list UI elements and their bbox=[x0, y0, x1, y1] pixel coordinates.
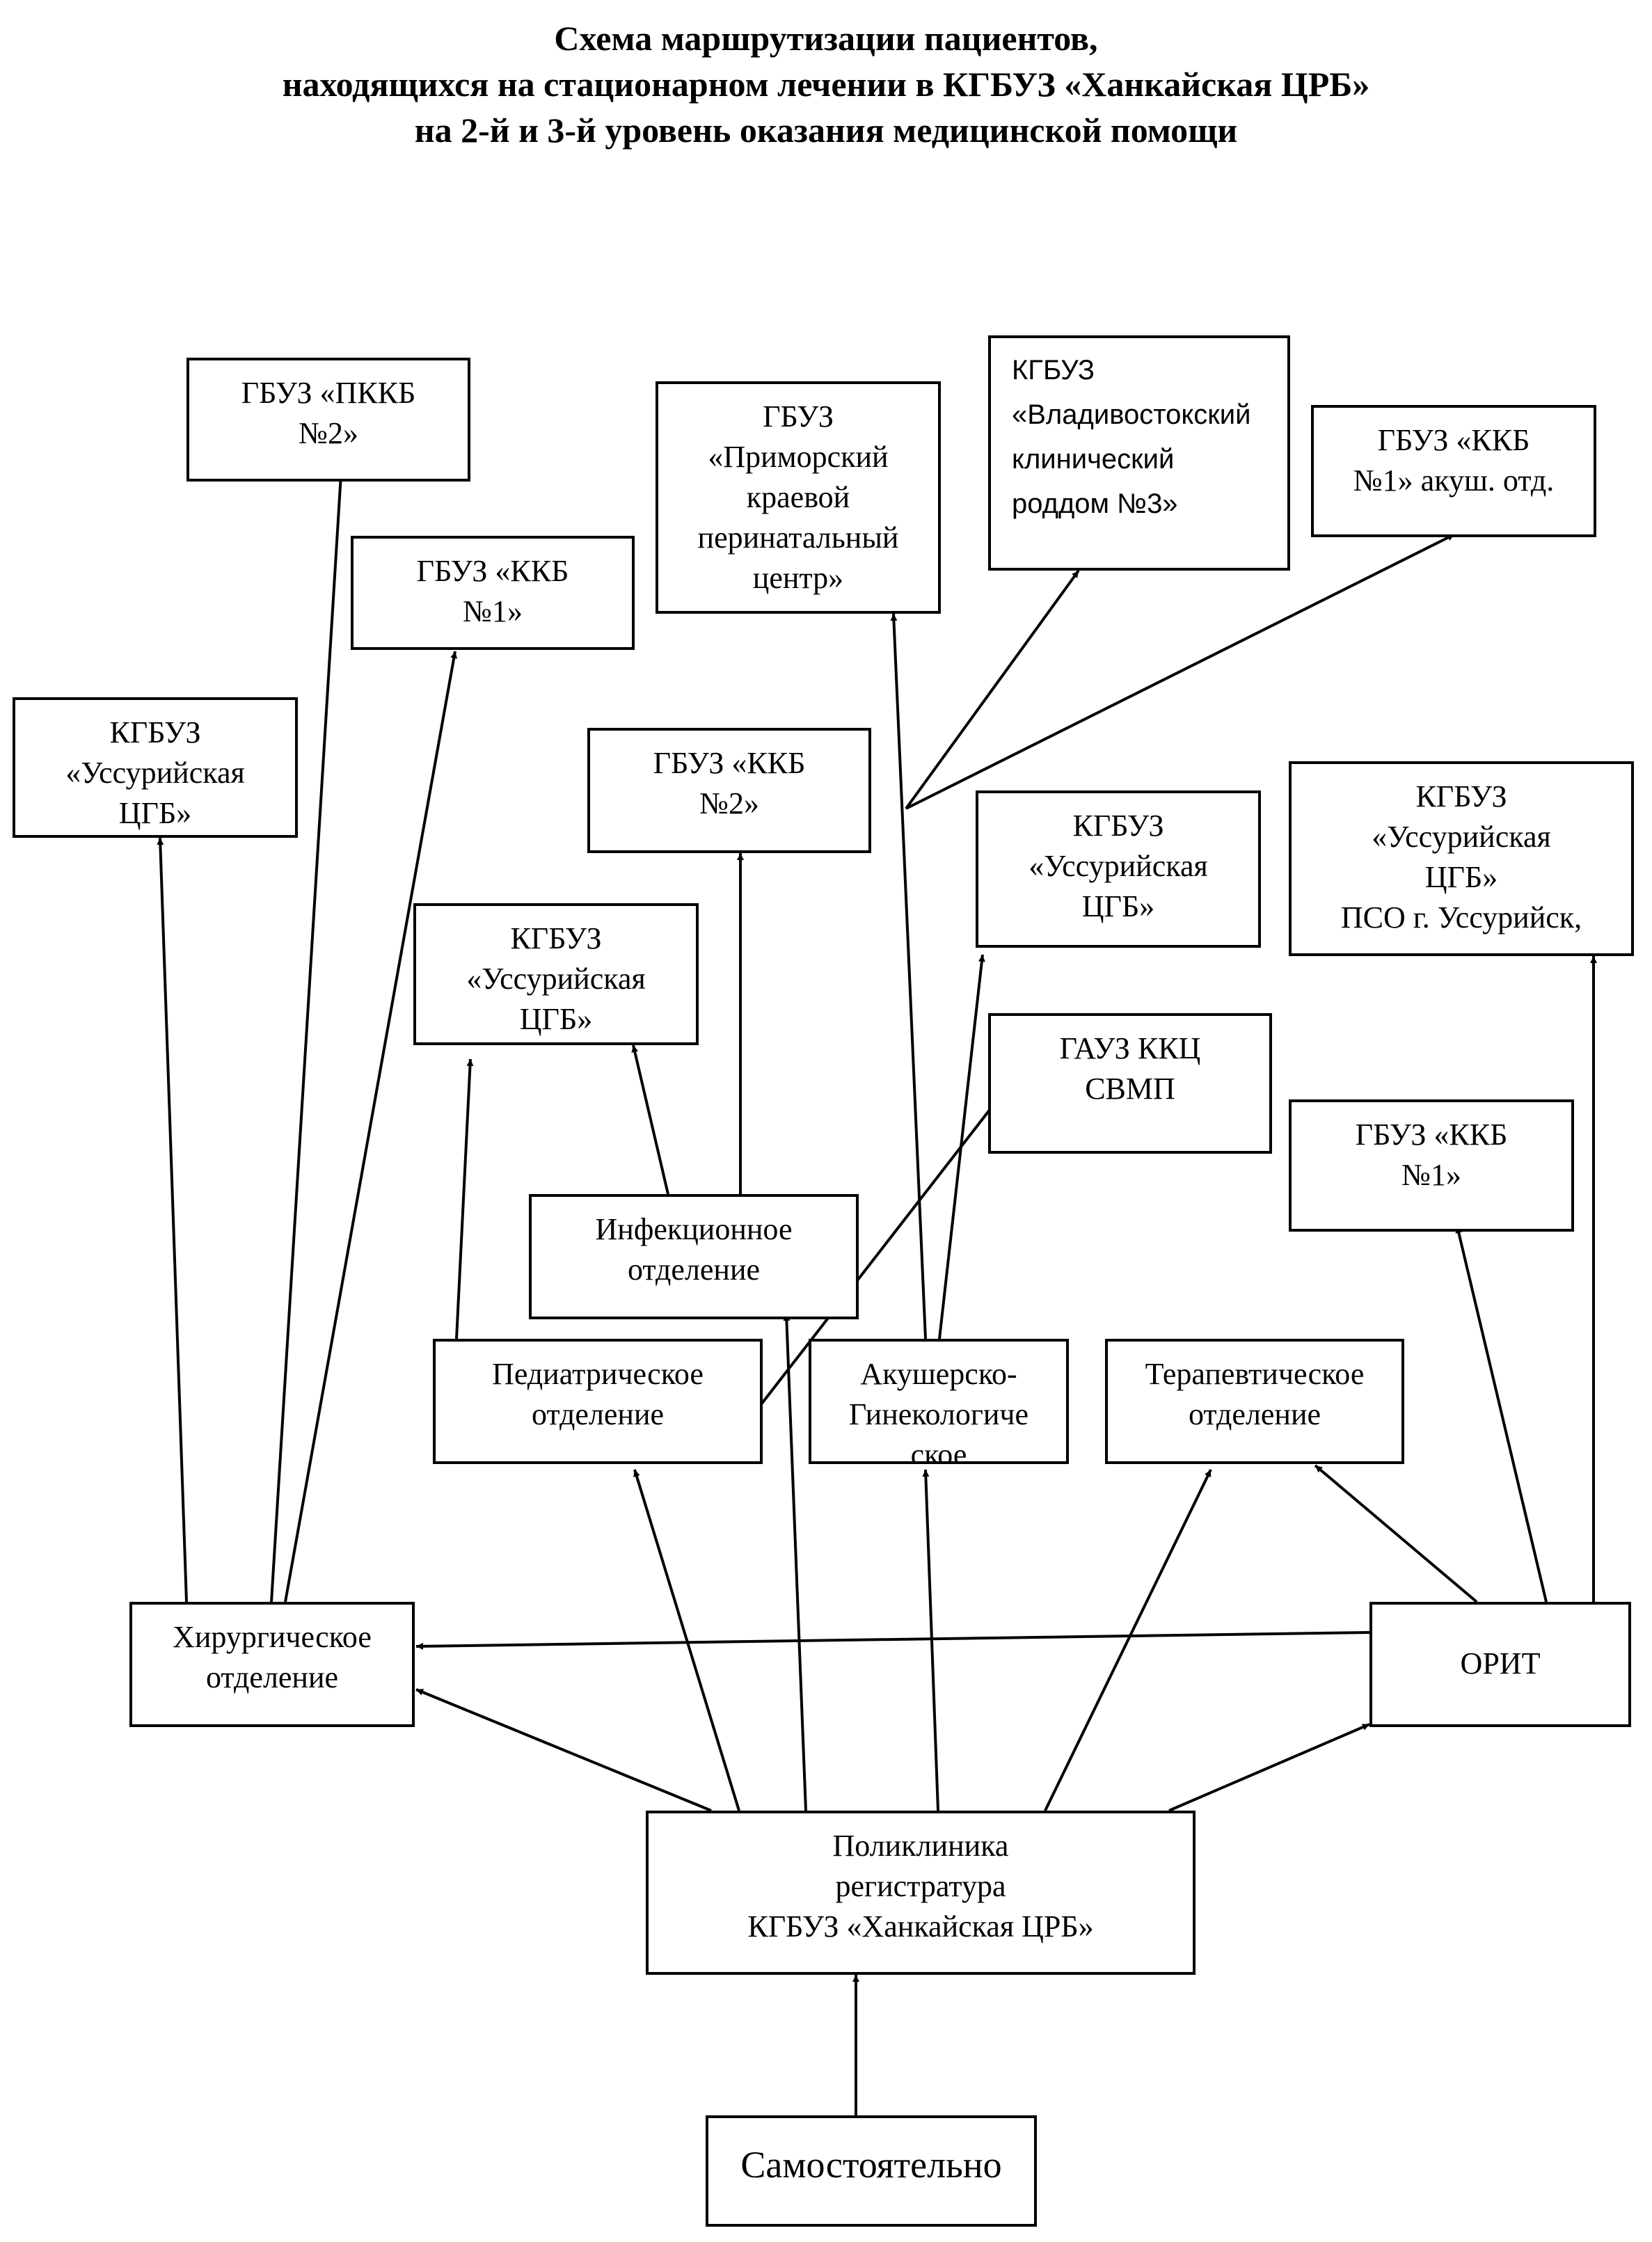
node-ussuri-mid: КГБУЗ «Уссурийская ЦГБ» bbox=[413, 903, 699, 1045]
node-ussuri-pso: КГБУЗ «Уссурийская ЦГБ» ПСО г. Уссурийск… bbox=[1289, 761, 1634, 956]
node-ussuri-right-line: КГБУЗ bbox=[1072, 809, 1164, 843]
node-akush-line: Гинекологиче bbox=[848, 1397, 1029, 1431]
node-kkb1-akush-line: №1» акуш. отд. bbox=[1353, 463, 1555, 498]
arrow-akush-ussuri-right bbox=[938, 954, 985, 1339]
node-poliklinika-line: регистратура bbox=[835, 1869, 1006, 1903]
node-akush-line: ское bbox=[910, 1438, 967, 1464]
arrow-orit-kkb1-right bbox=[1455, 1225, 1548, 1603]
node-infect-line: отделение bbox=[627, 1253, 761, 1287]
node-roddom3-line: роддом №3» bbox=[1012, 488, 1178, 519]
arrow-poliklinika-pediatr bbox=[633, 1469, 740, 1811]
node-ussuri-mid-line: ЦГБ» bbox=[519, 1002, 593, 1036]
node-pkkb2-line: №2» bbox=[299, 416, 358, 450]
node-pediatr-line: отделение bbox=[531, 1397, 665, 1431]
node-pkkb2-line: ГБУЗ «ПККБ bbox=[241, 376, 416, 410]
node-kkb1-akush-line: ГБУЗ «ККБ bbox=[1377, 423, 1530, 457]
node-ussuri-pso-line: КГБУЗ bbox=[1415, 779, 1507, 813]
arrow-poliklinika-terap bbox=[1044, 1469, 1212, 1811]
node-kkb2: ГБУЗ «ККБ №2» bbox=[587, 728, 871, 853]
node-kkb1-top-line: ГБУЗ «ККБ bbox=[416, 554, 569, 588]
node-gauz-kkc-line: ГАУЗ ККЦ bbox=[1059, 1031, 1201, 1065]
node-ussuri-left: КГБУЗ «Уссурийская ЦГБ» bbox=[13, 697, 298, 838]
arrow-hirurg-pkkb2 bbox=[270, 474, 344, 1603]
node-kkb1-top: ГБУЗ «ККБ №1» bbox=[351, 536, 635, 650]
node-perinatal-line: перинатальный bbox=[697, 520, 899, 555]
node-kkb1-right-line: ГБУЗ «ККБ bbox=[1355, 1118, 1508, 1152]
arrow-orit-hirurg bbox=[415, 1631, 1370, 1650]
node-terap-line: Терапевтическое bbox=[1145, 1357, 1365, 1391]
node-pediatr: Педиатрическое отделение bbox=[433, 1339, 763, 1464]
node-hirurg: Хирургическое отделение bbox=[129, 1602, 415, 1727]
node-roddom3: КГБУЗ «Владивостокский клинический роддо… bbox=[988, 335, 1290, 571]
node-terap: Терапевтическое отделение bbox=[1105, 1339, 1404, 1464]
node-ussuri-left-line: КГБУЗ bbox=[109, 715, 201, 749]
node-orit-line: ОРИТ bbox=[1460, 1646, 1541, 1680]
node-terap-line: отделение bbox=[1188, 1397, 1321, 1431]
node-kkb1-top-line: №1» bbox=[463, 594, 523, 628]
node-poliklinika-line: КГБУЗ «Ханкайская ЦРБ» bbox=[747, 1909, 1094, 1943]
arrow-orit-terap bbox=[1314, 1464, 1478, 1603]
title-line-2: находящихся на стационарном лечении в КГ… bbox=[282, 65, 1370, 104]
node-samostoyatelno-line: Самостоятельно bbox=[740, 2144, 1002, 2186]
arrow-infect-ussuri-mid bbox=[631, 1044, 669, 1195]
arrow-akush-roddom3 bbox=[905, 569, 1080, 810]
node-ussuri-mid-line: КГБУЗ bbox=[510, 921, 602, 955]
arrow-pediatr-ussuri-mid bbox=[455, 1058, 474, 1339]
title-line-3: на 2-й и 3-й уровень оказания медицинско… bbox=[414, 111, 1238, 150]
node-perinatal-line: краевой bbox=[746, 480, 850, 514]
node-hirurg-line: Хирургическое bbox=[173, 1620, 372, 1654]
node-orit: ОРИТ bbox=[1369, 1602, 1631, 1727]
node-gauz-kkc: ГАУЗ ККЦ СВМП bbox=[988, 1013, 1272, 1154]
arrow-hirurg-kkb1-top bbox=[284, 651, 458, 1603]
node-ussuri-right-line: ЦГБ» bbox=[1081, 889, 1155, 923]
node-kkb1-right: ГБУЗ «ККБ №1» bbox=[1289, 1099, 1574, 1232]
node-akush-line: Акушерско- bbox=[860, 1357, 1017, 1391]
arrow-poliklinika-infect bbox=[783, 1313, 807, 1811]
arrow-poliklinika-hirurg bbox=[415, 1688, 712, 1812]
node-ussuri-left-line: ЦГБ» bbox=[118, 796, 192, 830]
node-perinatal: ГБУЗ «Приморский краевой перинатальный ц… bbox=[656, 381, 941, 614]
node-perinatal-line: ГБУЗ bbox=[763, 399, 834, 434]
diagram-title: Схема маршрутизации пациентов, находящих… bbox=[0, 15, 1652, 153]
arrow-akush-perinatal bbox=[890, 613, 927, 1339]
node-kkb1-right-line: №1» bbox=[1401, 1158, 1461, 1192]
node-ussuri-pso-line: ПСО г. Уссурийск, bbox=[1340, 900, 1582, 935]
node-poliklinika-line: Поликлиника bbox=[832, 1829, 1009, 1863]
node-ussuri-right-line: «Уссурийская bbox=[1028, 849, 1208, 883]
arrow-akush-kkb1-akush bbox=[905, 533, 1455, 810]
node-perinatal-line: центр» bbox=[752, 561, 844, 595]
node-gauz-kkc-line: СВМП bbox=[1085, 1072, 1175, 1106]
node-samostoyatelno: Самостоятельно bbox=[706, 2115, 1037, 2227]
node-roddom3-line: КГБУЗ bbox=[1012, 355, 1095, 385]
node-kkb1-akush: ГБУЗ «ККБ №1» акуш. отд. bbox=[1311, 405, 1596, 537]
node-ussuri-left-line: «Уссурийская bbox=[65, 756, 245, 790]
node-ussuri-pso-line: «Уссурийская bbox=[1372, 820, 1551, 854]
arrow-hirurg-ussuri-left bbox=[157, 837, 188, 1603]
node-pkkb2: ГБУЗ «ПККБ №2» bbox=[186, 358, 470, 482]
node-ussuri-mid-line: «Уссурийская bbox=[466, 962, 646, 996]
node-kkb2-line: ГБУЗ «ККБ bbox=[653, 746, 806, 780]
node-roddom3-line: «Владивостокский bbox=[1012, 399, 1251, 430]
node-hirurg-line: отделение bbox=[205, 1660, 339, 1694]
node-roddom3-line: клинический bbox=[1012, 444, 1175, 475]
node-pediatr-line: Педиатрическое bbox=[492, 1357, 704, 1391]
node-akush: Акушерско- Гинекологиче ское bbox=[809, 1339, 1069, 1464]
node-ussuri-pso-line: ЦГБ» bbox=[1424, 860, 1498, 894]
node-kkb2-line: №2» bbox=[699, 786, 759, 820]
node-infect: Инфекционное отделение bbox=[529, 1194, 859, 1319]
node-perinatal-line: «Приморский bbox=[708, 440, 889, 474]
node-infect-line: Инфекционное bbox=[595, 1212, 793, 1246]
title-line-1: Схема маршрутизации пациентов, bbox=[554, 19, 1098, 58]
node-ussuri-right: КГБУЗ «Уссурийская ЦГБ» bbox=[976, 790, 1261, 948]
arrow-poliklinika-orit bbox=[1168, 1723, 1370, 1812]
node-poliklinika: Поликлиника регистратура КГБУЗ «Ханкайск… bbox=[646, 1811, 1196, 1975]
